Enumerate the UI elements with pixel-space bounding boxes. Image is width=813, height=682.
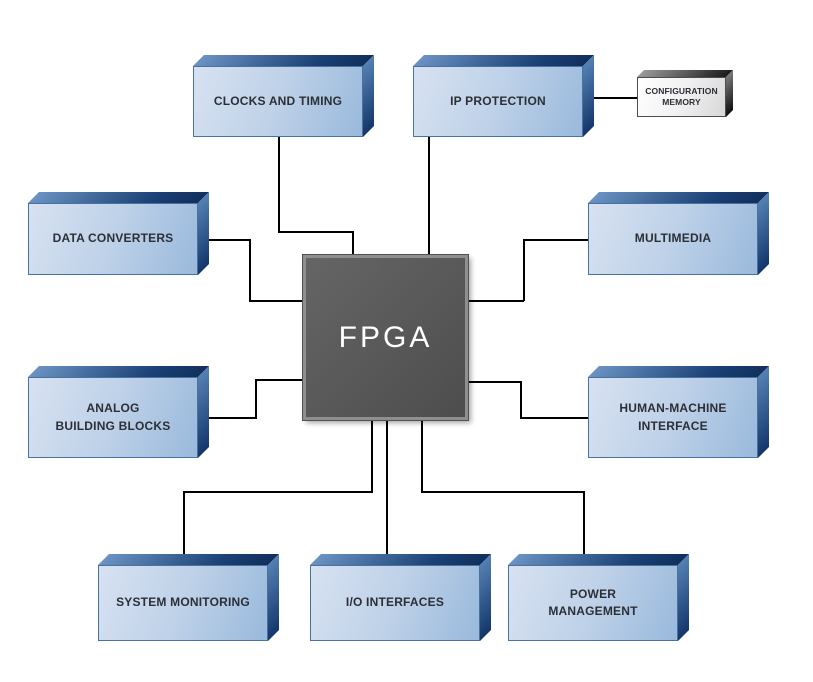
connector-hmi-v [520,381,522,419]
block-label: ANALOG BUILDING BLOCKS [55,401,171,433]
block-3d-right-edge [363,55,374,137]
block-label: IP PROTECTION [450,93,546,108]
connector-system-v1 [371,420,373,492]
block-system-monitoring: SYSTEM MONITORING [98,554,279,641]
connector-analog-h1 [198,417,256,419]
block-3d-top-edge [193,55,374,66]
block-label: MULTIMEDIA [634,231,712,246]
connector-power-h [421,491,584,493]
block-face: IP PROTECTION [413,66,583,137]
block-3d-top-edge [588,366,769,377]
connector-io-v [386,420,388,566]
block-label: HUMAN-MACHINE INTERFACE [619,401,727,433]
connector-data-converters-v [249,239,251,301]
block-label: POWER MANAGEMENT [548,586,638,618]
block-3d-right-edge [583,55,594,137]
block-label: DATA CONVERTERS [52,231,174,246]
block-3d-top-edge [508,554,689,565]
block-3d-right-edge [198,366,209,458]
block-io-interfaces: I/O INTERFACES [310,554,491,641]
block-multimedia: MULTIMEDIA [588,192,769,275]
block-3d-top-edge [637,70,733,77]
block-label: I/O INTERFACES [345,595,445,610]
block-3d-top-edge [413,55,594,66]
connector-system-h [183,491,373,493]
block-clocks-and-timing: CLOCKS AND TIMING [193,55,374,137]
block-3d-right-edge [480,554,491,641]
block-3d-right-edge [726,70,733,117]
connector-ip-v [428,137,430,256]
fpga-chip-label: FPGA [338,320,433,354]
fpga-chip: FPGA [303,255,468,420]
connector-multimedia-h2 [468,300,524,302]
connector-clocks-h [278,231,353,233]
block-3d-top-edge [588,192,769,203]
block-label: SYSTEM MONITORING [116,595,250,610]
connector-hmi-h1 [520,417,588,419]
block-face: HUMAN-MACHINE INTERFACE [588,377,758,458]
connector-analog-v [255,379,257,419]
connector-power-v2 [583,491,585,566]
block-power-management: POWER MANAGEMENT [508,554,689,641]
connector-multimedia-h1 [523,239,588,241]
connector-analog-h2 [255,379,304,381]
connector-clocks-v1 [278,137,280,232]
block-analog-building-blocks: ANALOG BUILDING BLOCKS [28,366,209,458]
block-3d-top-edge [28,366,209,377]
block-face: SYSTEM MONITORING [98,565,268,641]
connector-data-converters-h2 [249,300,304,302]
block-configuration-memory: CONFIGURATION MEMORY [637,70,733,117]
connector-system-v2 [183,491,185,566]
block-ip-protection: IP PROTECTION [413,55,594,137]
block-3d-right-edge [198,192,209,275]
block-label: CONFIGURATION MEMORY [645,85,718,107]
block-label: CLOCKS AND TIMING [213,93,343,108]
connector-power-v1 [421,420,423,492]
block-3d-right-edge [268,554,279,641]
block-face: CONFIGURATION MEMORY [637,77,726,117]
block-face: MULTIMEDIA [588,203,758,275]
connector-clocks-v2 [352,231,354,256]
block-3d-top-edge [28,192,209,203]
block-data-converters: DATA CONVERTERS [28,192,209,275]
block-face: DATA CONVERTERS [28,203,198,275]
block-3d-right-edge [678,554,689,641]
connector-ip-memory-h [583,97,638,99]
block-3d-right-edge [758,366,769,458]
block-3d-top-edge [98,554,279,565]
block-human-machine-interface: HUMAN-MACHINE INTERFACE [588,366,769,458]
block-face: POWER MANAGEMENT [508,565,678,641]
block-3d-right-edge [758,192,769,275]
connector-hmi-h2 [468,381,521,383]
connector-data-converters-h1 [198,239,250,241]
connector-multimedia-v [523,239,525,301]
block-face: I/O INTERFACES [310,565,480,641]
block-3d-top-edge [310,554,491,565]
block-face: ANALOG BUILDING BLOCKS [28,377,198,458]
block-face: CLOCKS AND TIMING [193,66,363,137]
